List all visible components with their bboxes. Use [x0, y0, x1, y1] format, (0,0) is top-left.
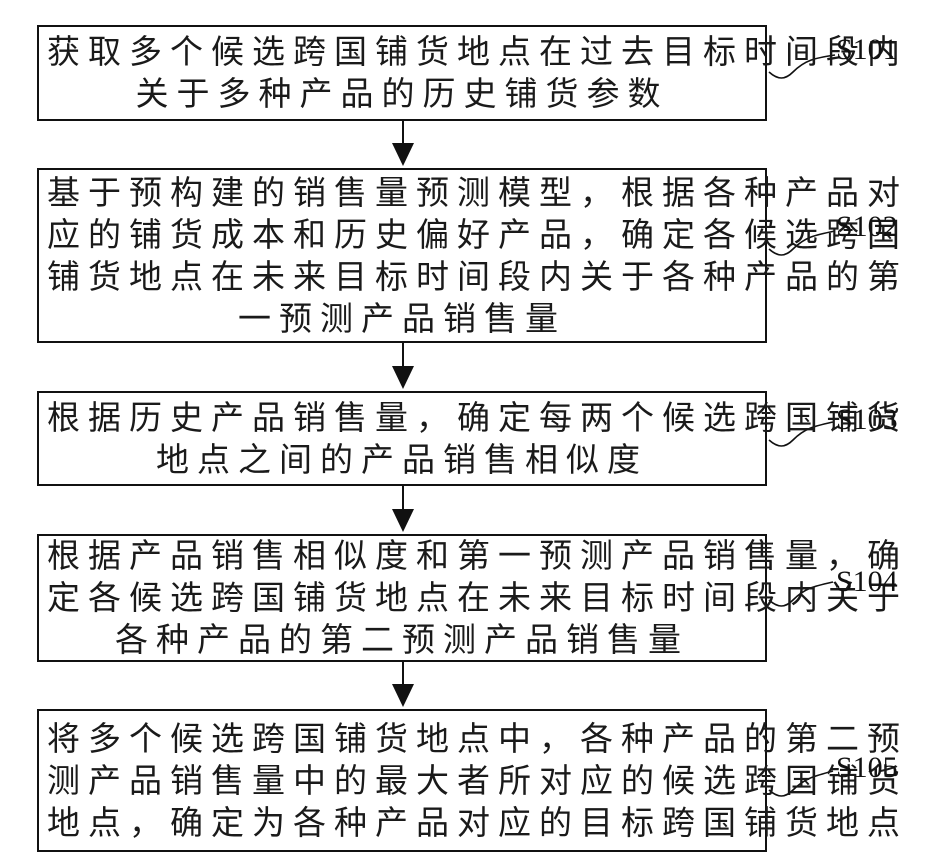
step-text-line: 关于多种产品的历史铺货参数	[47, 73, 757, 115]
flow-arrow-s103-s104	[392, 485, 414, 532]
step-box-s101: 获取多个候选跨国铺货地点在过去目标时间段内 关于多种产品的历史铺货参数	[37, 25, 767, 121]
step-label-s104: S104	[836, 565, 898, 599]
arrowhead-icon	[392, 143, 414, 166]
step-text-line: 定各候选跨国铺货地点在未来目标时间段内关于	[47, 577, 757, 619]
step-text-line: 根据产品销售相似度和第一预测产品销售量，确	[47, 535, 757, 577]
arrowhead-icon	[392, 366, 414, 389]
arrowhead-icon	[392, 684, 414, 707]
step-text-line: 地点，确定为各种产品对应的目标跨国铺货地点	[47, 802, 757, 844]
step-label-s103: S103	[836, 403, 898, 437]
step-label-s101: S101	[836, 33, 898, 67]
step-text-line: 铺货地点在未来目标时间段内关于各种产品的第	[47, 256, 757, 298]
arrowhead-icon	[392, 509, 414, 532]
step-box-s104: 根据产品销售相似度和第一预测产品销售量，确 定各候选跨国铺货地点在未来目标时间段…	[37, 534, 767, 662]
flow-arrow-s101-s102	[392, 120, 414, 166]
step-text-line: 一预测产品销售量	[47, 298, 757, 340]
step-text-line: 测产品销售量中的最大者所对应的候选跨国铺货	[47, 760, 757, 802]
step-box-s105: 将多个候选跨国铺货地点中，各种产品的第二预 测产品销售量中的最大者所对应的候选跨…	[37, 709, 767, 852]
step-label-s102: S102	[836, 210, 898, 244]
step-text-line: 各种产品的第二预测产品销售量	[47, 619, 757, 661]
step-box-s102: 基于预构建的销售量预测模型，根据各种产品对 应的铺货成本和历史偏好产品，确定各候…	[37, 168, 767, 343]
step-text-line: 将多个候选跨国铺货地点中，各种产品的第二预	[47, 718, 757, 760]
step-text-line: 应的铺货成本和历史偏好产品，确定各候选跨国	[47, 214, 757, 256]
flow-arrow-s102-s103	[392, 342, 414, 389]
flow-arrow-s104-s105	[392, 661, 414, 707]
step-text-line: 地点之间的产品销售相似度	[47, 439, 757, 481]
step-box-s103: 根据历史产品销售量，确定每两个候选跨国铺货 地点之间的产品销售相似度	[37, 391, 767, 486]
step-text-line: 获取多个候选跨国铺货地点在过去目标时间段内	[47, 31, 757, 73]
step-label-s105: S105	[836, 751, 898, 785]
step-text-line: 基于预构建的销售量预测模型，根据各种产品对	[47, 172, 757, 214]
step-text-line: 根据历史产品销售量，确定每两个候选跨国铺货	[47, 397, 757, 439]
